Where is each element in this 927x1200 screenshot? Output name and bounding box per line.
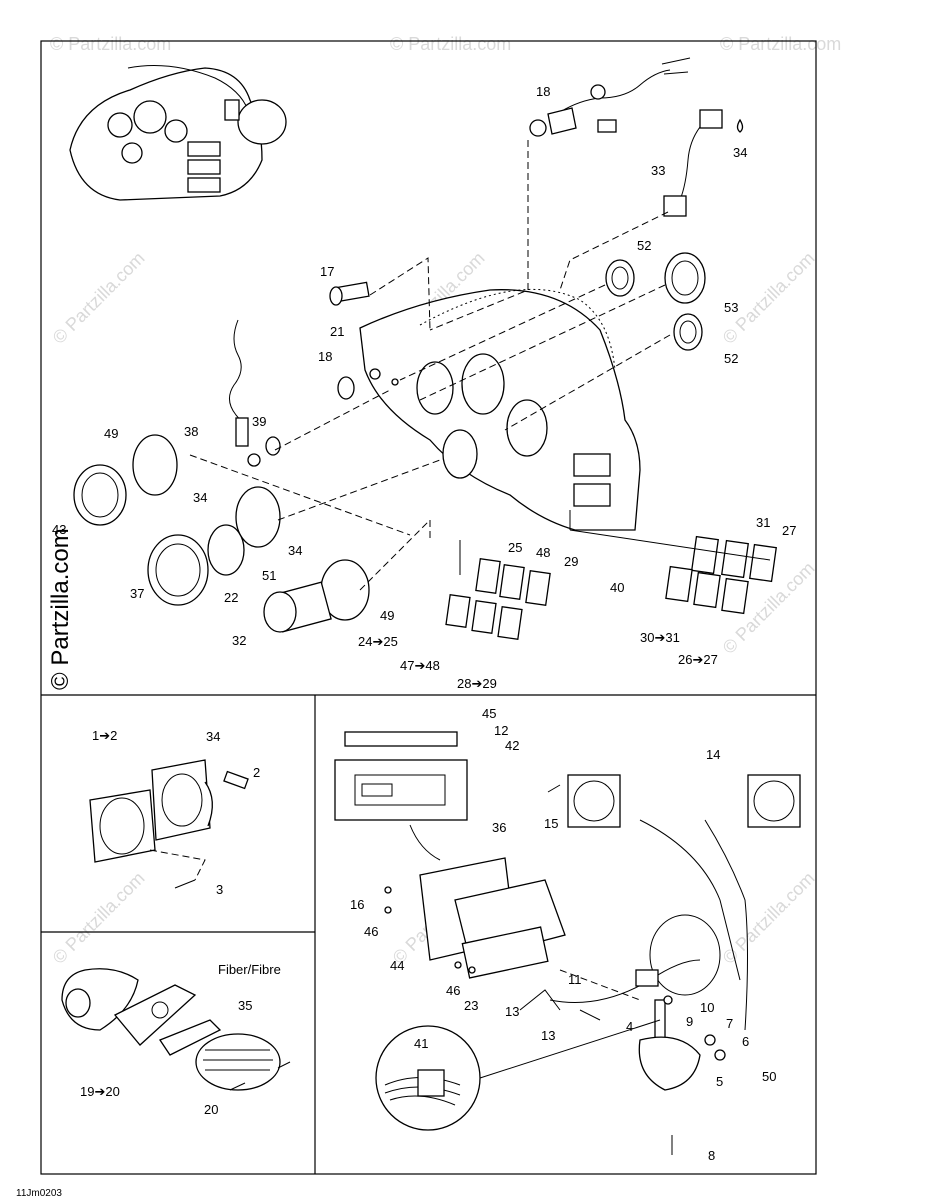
- accessory-outlet: [329, 281, 370, 400]
- assembly-leader-lines: [189, 140, 771, 591]
- callout-4: 4: [626, 1019, 633, 1034]
- callout-24-25: 24➔25: [358, 634, 398, 649]
- console-thumbnail: [69, 65, 287, 201]
- callout-31: 31: [756, 515, 770, 530]
- callout-6: 6: [742, 1034, 749, 1049]
- callout-48: 48: [536, 545, 550, 560]
- callout-35: 35: [238, 998, 252, 1013]
- callout-27: 27: [782, 523, 796, 538]
- callout-46: 46: [446, 983, 460, 998]
- lanyard-switch-harness: [663, 109, 744, 217]
- callout-41: 41: [414, 1036, 428, 1051]
- callout-7: 7: [726, 1016, 733, 1031]
- gauge-nuts: [605, 252, 706, 351]
- callout-42: 42: [505, 738, 519, 753]
- callout-46: 46: [364, 924, 378, 939]
- speaker-wiring: [549, 819, 748, 1031]
- callout-23: 23: [464, 998, 478, 1013]
- watermark-text: © Partzilla.com: [50, 34, 171, 54]
- callout-39: 39: [252, 414, 266, 429]
- dashboard-panel: [359, 288, 641, 531]
- ignition-switch: [529, 57, 691, 137]
- speakers: [547, 774, 801, 828]
- callout-18: 18: [536, 84, 550, 99]
- callout-50: 50: [762, 1069, 776, 1084]
- watermark-large-text: © Partzilla.com: [47, 528, 74, 690]
- fiber-note: Fiber/Fibre: [218, 962, 281, 977]
- wire-harness-detail: [375, 1019, 661, 1131]
- watermark-text: © Partzilla.com: [720, 34, 841, 54]
- watermark-text: © Partzilla.com: [719, 248, 819, 348]
- callout-45: 45: [482, 706, 496, 721]
- stereo-leader-lines: [519, 969, 641, 1021]
- callout-52: 52: [637, 238, 651, 253]
- callout-36: 36: [492, 820, 506, 835]
- callout-32: 32: [232, 633, 246, 648]
- callout-49: 49: [380, 608, 394, 623]
- callout-19-20: 19➔20: [80, 1084, 120, 1099]
- callout-14: 14: [706, 747, 720, 762]
- gauges-and-gaskets: [73, 434, 370, 633]
- callout-16: 16: [350, 897, 364, 912]
- rocker-switch-set-right: [665, 535, 777, 615]
- callout-29: 29: [564, 554, 578, 569]
- watermark-text: © Partzilla.com: [49, 868, 149, 968]
- callout-26-27: 26➔27: [678, 652, 718, 667]
- watermark-text: © Partzilla.com: [390, 34, 511, 54]
- callout-47-48: 47➔48: [400, 658, 440, 673]
- diagram-frame: [40, 40, 817, 1175]
- callout-11: 11: [568, 972, 582, 987]
- callout-5: 5: [716, 1074, 723, 1089]
- callout-18: 18: [318, 349, 332, 364]
- callout-43: 43: [52, 522, 66, 537]
- rocker-switch-set-left: [445, 558, 551, 640]
- callout-2: 2: [253, 765, 260, 780]
- callout-25: 25: [508, 540, 522, 555]
- callout-33: 33: [651, 163, 665, 178]
- watermark-text: © Partzilla.com: [49, 248, 149, 348]
- callout-8: 8: [708, 1148, 715, 1163]
- callout-38: 38: [184, 424, 198, 439]
- stereo-bracket: [638, 995, 726, 1155]
- diagram-code: 11Jm0203: [16, 1188, 62, 1199]
- callout-34: 34: [288, 543, 302, 558]
- callout-15: 15: [544, 816, 558, 831]
- callout-12: 12: [494, 723, 508, 738]
- callout-20: 20: [204, 1102, 218, 1117]
- callout-1-2: 1➔2: [92, 728, 117, 743]
- callout-13: 13: [505, 1004, 519, 1019]
- air-vent-assembly: [89, 759, 249, 889]
- callout-37: 37: [130, 586, 144, 601]
- callout-34: 34: [733, 145, 747, 160]
- callout-9: 9: [686, 1014, 693, 1029]
- callout-34: 34: [206, 729, 220, 744]
- callout-52: 52: [724, 351, 738, 366]
- callout-34: 34: [193, 490, 207, 505]
- horn-assembly: [61, 968, 291, 1091]
- callout-30-31: 30➔31: [640, 630, 680, 645]
- callout-53: 53: [724, 300, 738, 315]
- stereo-assembly: [334, 731, 566, 979]
- callout-22: 22: [224, 590, 238, 605]
- callout-40: 40: [610, 580, 624, 595]
- callout-49: 49: [104, 426, 118, 441]
- callout-17: 17: [320, 264, 334, 279]
- callout-51: 51: [262, 568, 276, 583]
- callout-3: 3: [216, 882, 223, 897]
- callout-21: 21: [330, 324, 344, 339]
- lanyard-cord: [229, 319, 281, 467]
- callout-44: 44: [390, 958, 404, 973]
- callout-28-29: 28➔29: [457, 676, 497, 691]
- callout-labels: 18 34 33 52 17 53 21 52 18 38 39 49 34 4…: [52, 84, 796, 1163]
- callout-13: 13: [541, 1028, 555, 1043]
- callout-10: 10: [700, 1000, 714, 1015]
